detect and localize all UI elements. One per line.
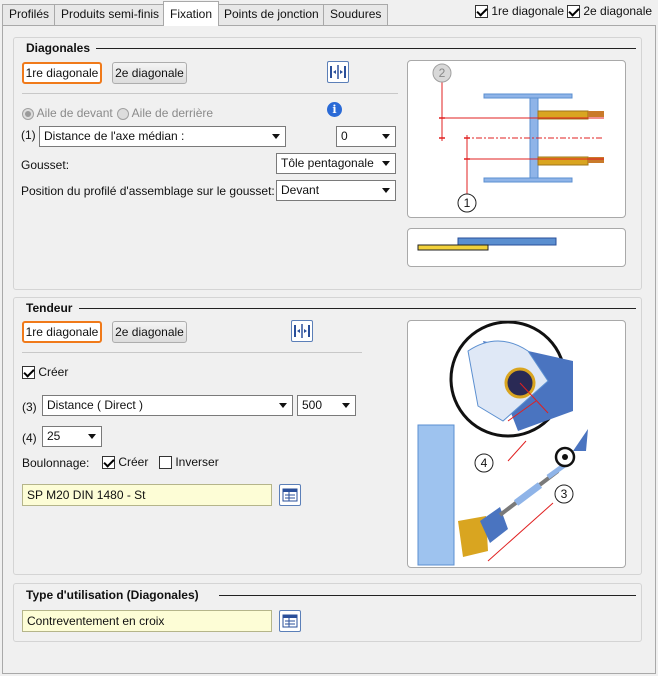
- turnbuckle-separator: [22, 352, 362, 353]
- diagonals-title-rule: [96, 48, 636, 49]
- first-diagonal-label: 1re diagonale: [491, 4, 565, 18]
- gusset-label: Gousset:: [21, 158, 70, 172]
- bolting-create-label: Créer: [118, 455, 149, 469]
- tend-second-diagonal-button[interactable]: 2e diagonale: [112, 321, 187, 343]
- tab-junction-points[interactable]: Points de jonction: [217, 4, 326, 25]
- diagonals-title: Diagonales: [26, 41, 91, 55]
- chevron-down-icon: [342, 403, 350, 408]
- chevron-down-icon: [88, 434, 96, 439]
- back-flange-radio[interactable]: [117, 107, 129, 120]
- mirror-icon[interactable]: [291, 320, 313, 342]
- chevron-down-icon: [279, 403, 287, 408]
- distance-value-select[interactable]: 500: [297, 395, 356, 416]
- gusset-select[interactable]: Tôle pentagonale: [276, 153, 396, 174]
- tab-profiles[interactable]: Profilés: [2, 4, 57, 25]
- distance-value: 500: [302, 398, 323, 412]
- offset-value: 25: [47, 429, 61, 443]
- first-diagonal-toggle[interactable]: 1re diagonale: [475, 4, 565, 19]
- chevron-down-icon: [382, 161, 390, 166]
- diagonals-preview: 2 1: [407, 60, 626, 218]
- axis-distance-select[interactable]: Distance de l'axe médian :: [39, 126, 286, 147]
- usage-type-field[interactable]: Contreventement en croix: [22, 610, 272, 632]
- position-label: Position du profilé d'assemblage sur le …: [21, 184, 275, 198]
- catalog-icon[interactable]: [279, 610, 301, 632]
- callout-4: 4: [481, 456, 488, 470]
- turnbuckle-create-label: Créer: [38, 365, 69, 379]
- tab-semi-finished[interactable]: Produits semi-finis: [54, 4, 167, 25]
- bolting-invert-label: Inverser: [175, 455, 219, 469]
- first-diagonal-checkbox[interactable]: [475, 5, 488, 19]
- chevron-down-icon: [382, 188, 390, 193]
- gusset-select-value: Tôle pentagonale: [281, 156, 374, 170]
- diagonals-separator: [22, 93, 398, 94]
- turnbuckle-preview-drawing: 4 3: [417, 320, 588, 566]
- offset-value-select[interactable]: 25: [42, 426, 102, 447]
- turnbuckle-title: Tendeur: [26, 301, 73, 315]
- mirror-icon[interactable]: [327, 61, 349, 83]
- distance-mode-value: Distance ( Direct ): [47, 398, 144, 412]
- chevron-down-icon: [382, 134, 390, 139]
- back-flange-label: Aile de derrière: [131, 106, 214, 120]
- tend-first-diagonal-button[interactable]: 1re diagonale: [22, 321, 102, 343]
- bolting-create-option[interactable]: Créer: [102, 455, 149, 470]
- diagonals-side-preview: [407, 228, 626, 267]
- front-flange-option[interactable]: Aile de devant: [22, 106, 113, 120]
- bolting-label: Boulonnage:: [22, 456, 90, 470]
- diagonals-preview-drawing: 2 1: [432, 63, 604, 213]
- callout-3: 3: [561, 487, 568, 501]
- row1-label: (1): [21, 128, 36, 142]
- row4-label: (4): [22, 431, 37, 445]
- tab-welds[interactable]: Soudures: [323, 4, 389, 25]
- bolting-invert-checkbox[interactable]: [159, 456, 172, 470]
- turnbuckle-create-option[interactable]: Créer: [22, 365, 69, 380]
- diag-second-diagonal-button[interactable]: 2e diagonale: [112, 62, 187, 84]
- turnbuckle-title-rule: [79, 308, 636, 309]
- back-flange-option[interactable]: Aile de derrière: [117, 106, 213, 120]
- diag-first-diagonal-button[interactable]: 1re diagonale: [22, 62, 102, 84]
- front-flange-radio[interactable]: [22, 107, 34, 120]
- bolting-create-checkbox[interactable]: [102, 456, 115, 470]
- turnbuckle-group: Tendeur 1re diagonale 2e diagonale Créer…: [13, 297, 642, 575]
- second-diagonal-toggle[interactable]: 2e diagonale: [567, 4, 653, 19]
- info-icon[interactable]: i: [327, 102, 342, 117]
- tab-bar: Profilés Produits semi-finis Fixation Po…: [0, 0, 658, 26]
- axis-distance-value-select[interactable]: 0: [336, 126, 396, 147]
- diagonals-group: Diagonales 1re diagonale 2e diagonale Ai…: [13, 37, 642, 290]
- diagonals-side-drawing: [417, 237, 557, 251]
- usage-group: Type d'utilisation (Diagonales) Contreve…: [13, 583, 642, 642]
- usage-title-rule: [219, 595, 636, 596]
- second-diagonal-label: 2e diagonale: [583, 4, 653, 18]
- turnbuckle-preview: 4 3: [407, 320, 626, 568]
- position-select-value: Devant: [281, 183, 320, 197]
- callout-1: 1: [464, 196, 471, 210]
- second-diagonal-checkbox[interactable]: [567, 5, 580, 19]
- chevron-down-icon: [272, 134, 280, 139]
- position-select[interactable]: Devant: [276, 180, 396, 201]
- bolting-invert-option[interactable]: Inverser: [159, 455, 219, 470]
- bolt-spec-field[interactable]: SP M20 DIN 1480 - St: [22, 484, 272, 506]
- axis-distance-select-value: Distance de l'axe médian :: [44, 129, 185, 143]
- front-flange-label: Aile de devant: [36, 106, 113, 120]
- row3-label: (3): [22, 400, 37, 414]
- usage-title: Type d'utilisation (Diagonales): [26, 588, 199, 602]
- callout-2: 2: [439, 66, 446, 80]
- distance-mode-select[interactable]: Distance ( Direct ): [42, 395, 293, 416]
- axis-distance-value: 0: [341, 129, 348, 143]
- catalog-icon[interactable]: [279, 484, 301, 506]
- turnbuckle-create-checkbox[interactable]: [22, 366, 35, 380]
- tab-fixation[interactable]: Fixation: [163, 1, 220, 26]
